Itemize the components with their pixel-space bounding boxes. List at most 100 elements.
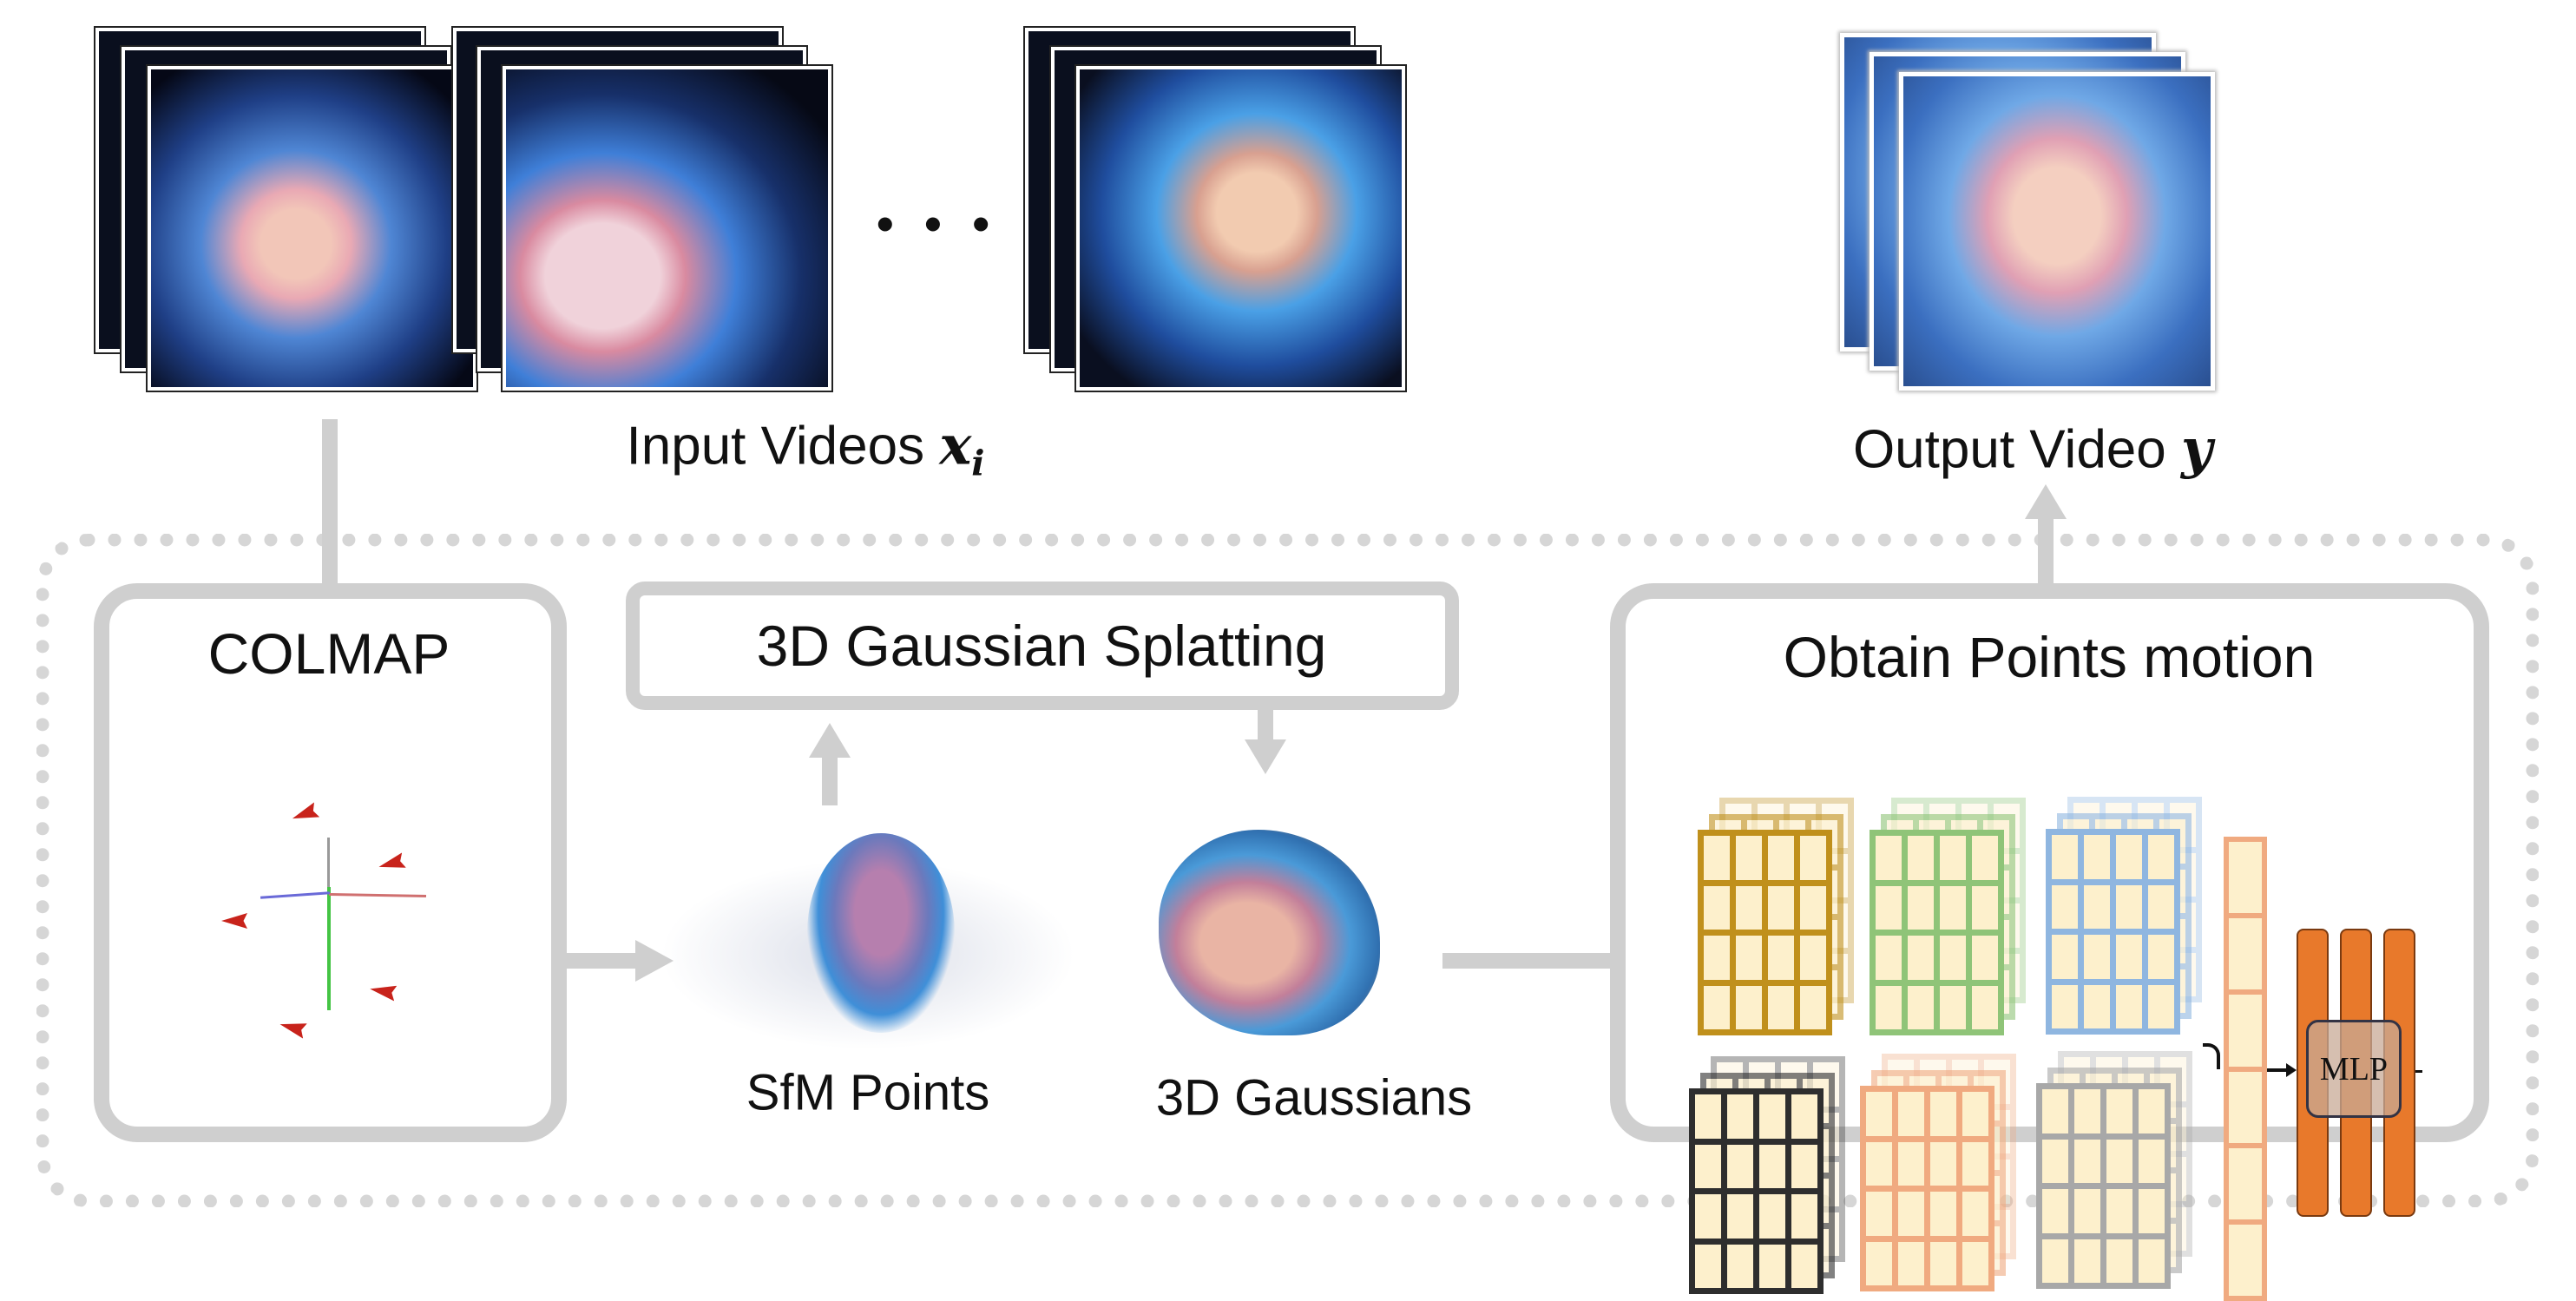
grid-cell xyxy=(1908,936,1934,980)
ellipsis: • • • xyxy=(877,196,998,251)
grid-cell xyxy=(2052,835,2078,879)
grid-cell xyxy=(1930,1092,1956,1136)
grid-cell xyxy=(1727,1144,1753,1188)
grid-cell xyxy=(2084,935,2110,979)
feature-grid xyxy=(1698,830,1832,1035)
grid-cell xyxy=(2074,1139,2100,1183)
feature-vector xyxy=(2224,837,2267,1301)
grid-cell xyxy=(1695,1244,1721,1288)
grid-cell xyxy=(1759,1094,1785,1139)
grid-cell xyxy=(2052,935,2078,979)
grid-cell xyxy=(1791,1094,1817,1139)
mlp-box: MLP xyxy=(2306,1020,2402,1118)
grid-cell xyxy=(1972,885,1998,930)
grid-cell xyxy=(1962,1141,1988,1186)
grid-cell xyxy=(1866,1092,1892,1136)
colmap-box xyxy=(94,583,567,1142)
grid-cell xyxy=(1704,836,1730,880)
grid-cell xyxy=(2148,835,2174,879)
feature-grid xyxy=(2036,1083,2171,1289)
grid-cell xyxy=(1800,836,1826,880)
curved-arrow-icon xyxy=(2203,1043,2220,1069)
gaussian-splatting-title: 3D Gaussian Splatting xyxy=(756,614,1327,678)
input-symbol: xi xyxy=(939,413,985,484)
arrow-up-icon xyxy=(809,723,851,758)
grid-cell xyxy=(1940,885,1966,930)
grid-cell xyxy=(1736,885,1762,930)
grid-cell xyxy=(1800,936,1826,980)
grid-cell xyxy=(2052,884,2078,929)
grid-cell xyxy=(1940,985,1966,1029)
grid-cell xyxy=(1898,1141,1924,1186)
colmap-to-sfm-arrow-shaft xyxy=(567,953,640,969)
feature-grid xyxy=(1689,1088,1824,1294)
grid-cell xyxy=(2139,1189,2165,1233)
sfm-points-label: SfM Points xyxy=(746,1064,990,1121)
feature-grid xyxy=(1860,1086,1994,1291)
grid-cell xyxy=(1876,836,1902,880)
input-to-colmap-line xyxy=(322,419,338,584)
grid-cell xyxy=(1962,1092,1988,1136)
video-frame xyxy=(148,66,476,391)
grid-cell xyxy=(2148,984,2174,1028)
feature-grid xyxy=(2046,829,2180,1035)
grid-cell xyxy=(1727,1194,1753,1239)
3d-gaussians-label: 3D Gaussians xyxy=(1155,1069,1473,1127)
grid-cell xyxy=(1962,1192,1988,1236)
gaussian-splatting-box xyxy=(626,582,1459,710)
arrow-up-icon xyxy=(2025,484,2067,519)
grid-cell xyxy=(1940,836,1966,880)
arrow-right-icon xyxy=(635,940,674,982)
grid-cell xyxy=(2084,884,2110,929)
grid-cell xyxy=(2148,935,2174,979)
grid-cell xyxy=(1800,885,1826,930)
arrow-head-icon xyxy=(2286,1063,2297,1077)
grid-cell xyxy=(1962,1241,1988,1285)
grid-cell xyxy=(2074,1239,2100,1283)
grid-cell xyxy=(1791,1244,1817,1288)
grid-cell xyxy=(2148,884,2174,929)
grid-cell xyxy=(1768,836,1794,880)
grid-cell xyxy=(2139,1089,2165,1133)
grid-cell xyxy=(1791,1144,1817,1188)
grid-cell xyxy=(1759,1194,1785,1239)
grid-cell xyxy=(2042,1089,2068,1133)
grid-cell xyxy=(1768,885,1794,930)
grid-cell xyxy=(1972,836,1998,880)
grid-cell xyxy=(2106,1089,2132,1133)
grid-cell xyxy=(1866,1241,1892,1285)
grid-cell xyxy=(2106,1239,2132,1283)
output-video-label: Output Video y xyxy=(1852,417,2213,481)
grid-cell xyxy=(1791,1194,1817,1239)
sfm-to-3dgs-arrow-shaft xyxy=(822,755,838,805)
grid-cell xyxy=(2139,1139,2165,1183)
grid-cell xyxy=(1898,1192,1924,1236)
grid-cell xyxy=(1876,985,1902,1029)
grid-cell xyxy=(1930,1141,1956,1186)
grid-cell xyxy=(1736,985,1762,1029)
grid-cell xyxy=(2042,1239,2068,1283)
grid-cell xyxy=(1866,1141,1892,1186)
grid-cell xyxy=(2116,935,2142,979)
video-frame xyxy=(503,66,831,391)
grid-cell xyxy=(1898,1092,1924,1136)
grid-cell xyxy=(1908,836,1934,880)
grid-cell xyxy=(2084,984,2110,1028)
grid-cell xyxy=(2106,1189,2132,1233)
grid-cell xyxy=(1727,1244,1753,1288)
motion-title: Obtain Points motion xyxy=(1783,625,2316,689)
input-videos-label: Input Videos xi xyxy=(626,413,985,484)
3d-gaussians-visualization xyxy=(1159,830,1380,1035)
grid-cell xyxy=(2139,1239,2165,1283)
grid-cell xyxy=(2042,1189,2068,1233)
grid-cell xyxy=(1759,1244,1785,1288)
grid-cell xyxy=(2042,1139,2068,1183)
grid-cell xyxy=(1736,836,1762,880)
feature-grid xyxy=(1870,830,2004,1035)
grid-cell xyxy=(2074,1189,2100,1233)
grid-cell xyxy=(1930,1192,1956,1236)
grid-cell xyxy=(1908,885,1934,930)
output-symbol: y xyxy=(2181,417,2213,481)
vector-to-mlp-arrow xyxy=(2267,1068,2290,1072)
grid-cell xyxy=(1898,1241,1924,1285)
